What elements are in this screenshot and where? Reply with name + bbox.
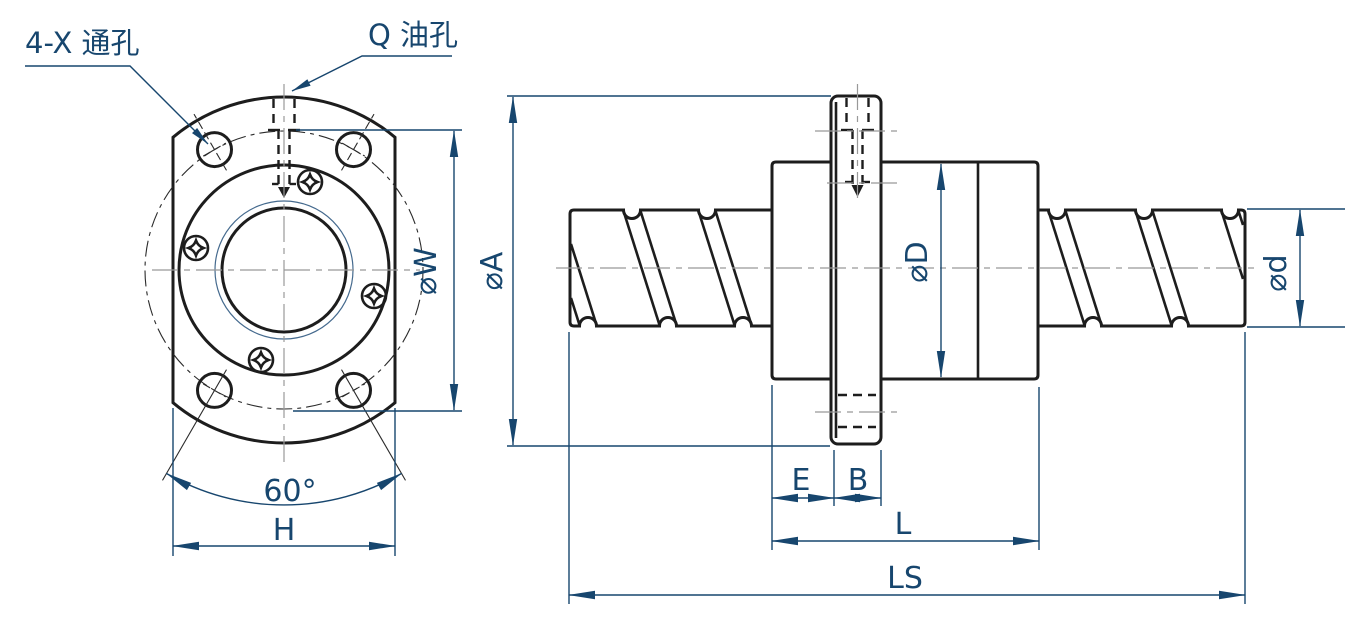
- bolt-hole-tick: [202, 142, 227, 157]
- callout-oil-hole: Q 油孔: [291, 18, 458, 92]
- dimension-angle-60: 60°: [165, 472, 403, 509]
- dimension-phi-w: ⌀W: [293, 129, 462, 412]
- dimension-e: E: [771, 385, 835, 550]
- dim-label-l: L: [895, 507, 912, 542]
- thread-groove: [1220, 210, 1245, 280]
- dim-label-h: H: [273, 513, 296, 548]
- dimension-phi-a: ⌀A: [475, 95, 831, 447]
- dim-label-phi-d-screw: ⌀d: [1259, 254, 1294, 291]
- thread-groove: [622, 210, 661, 326]
- recess-screw: [247, 346, 275, 374]
- bolt-hole-tick: [341, 142, 366, 157]
- bolt-hole-centermark: [193, 113, 227, 171]
- dimension-l: L: [771, 387, 1040, 550]
- nut-flange: [829, 94, 883, 446]
- dimension-phi-d-screw: ⌀d: [1247, 208, 1345, 328]
- nut-left-section: [770, 160, 831, 381]
- bolt-hole: [196, 371, 233, 409]
- bolt-hole: [196, 131, 233, 169]
- thread-groove: [697, 210, 736, 326]
- dim-label-angle: 60°: [263, 474, 316, 509]
- thread-groove: [569, 297, 581, 326]
- thread-groove: [1047, 210, 1086, 326]
- thread-groove: [1237, 210, 1245, 226]
- dim-label-phi-d-nut: ⌀D: [900, 241, 935, 282]
- bolt-hole-centermark: [341, 113, 375, 171]
- front-view: [144, 84, 424, 481]
- dimension-phi-d-nut: ⌀D: [900, 163, 946, 378]
- dim-label-phi-a: ⌀A: [475, 251, 510, 290]
- dim-label-phi-w: ⌀W: [409, 247, 444, 295]
- thread-groove: [569, 243, 598, 326]
- dimension-b: B: [833, 450, 882, 506]
- dim-label-e: E: [792, 463, 811, 498]
- recess-screw: [296, 168, 324, 196]
- bolt-hole: [335, 131, 372, 169]
- dimension-ls: LS: [568, 332, 1246, 604]
- dim-label-ls: LS: [887, 561, 923, 596]
- nut-main-body: [881, 160, 1040, 381]
- callout-through-holes: 4-X 通孔: [25, 26, 209, 145]
- side-view: [556, 84, 1258, 446]
- oil-hole-label: Q 油孔: [368, 18, 458, 52]
- dim-label-b: B: [848, 463, 869, 498]
- thread-groove: [1064, 210, 1103, 326]
- dimensions: ⌀W H 60° ⌀A ⌀D: [165, 95, 1345, 604]
- callouts: 4-X 通孔 Q 油孔: [25, 18, 458, 145]
- bolt-hole: [335, 371, 372, 409]
- thread-groove: [1151, 210, 1190, 326]
- recess-screw: [182, 234, 210, 262]
- hidden-bolt-hole: [838, 393, 876, 429]
- recess-screw: [360, 282, 388, 310]
- through-holes-label: 4-X 通孔: [25, 26, 140, 60]
